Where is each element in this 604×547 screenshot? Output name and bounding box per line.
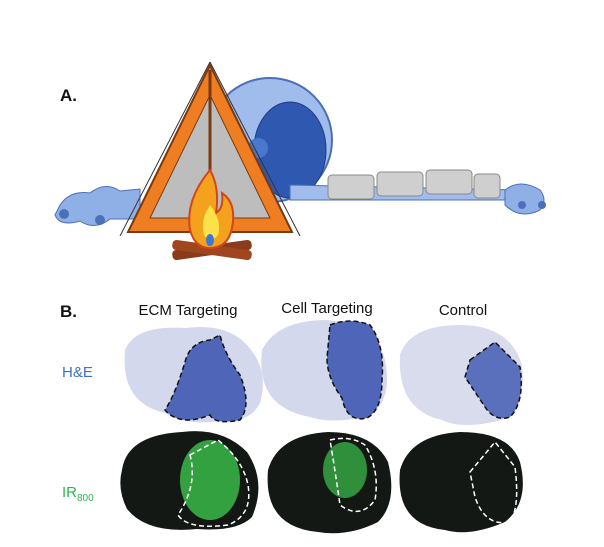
ir-image-cell	[267, 432, 392, 534]
cell-illustration	[54, 77, 546, 226]
row-label-he: H&E	[62, 364, 93, 381]
panel-b-label: B.	[60, 302, 77, 321]
he-image-control	[399, 325, 523, 425]
row-label-ir: IR800	[62, 484, 94, 504]
column-header-control: Control	[438, 302, 488, 319]
column-header-ecm: ECM Targeting	[138, 302, 238, 319]
ir-image-ecm	[120, 431, 259, 530]
he-image-cell	[261, 320, 388, 421]
column-header-cell: Cell Targeting	[281, 300, 373, 317]
row-label-ir-text: IR	[62, 484, 77, 501]
row-label-ir-subscript: 800	[77, 493, 94, 504]
panel-a-label: A.	[60, 86, 77, 105]
he-image-ecm	[124, 327, 263, 423]
campfire-icon	[172, 168, 252, 261]
ir-image-control	[399, 432, 523, 533]
